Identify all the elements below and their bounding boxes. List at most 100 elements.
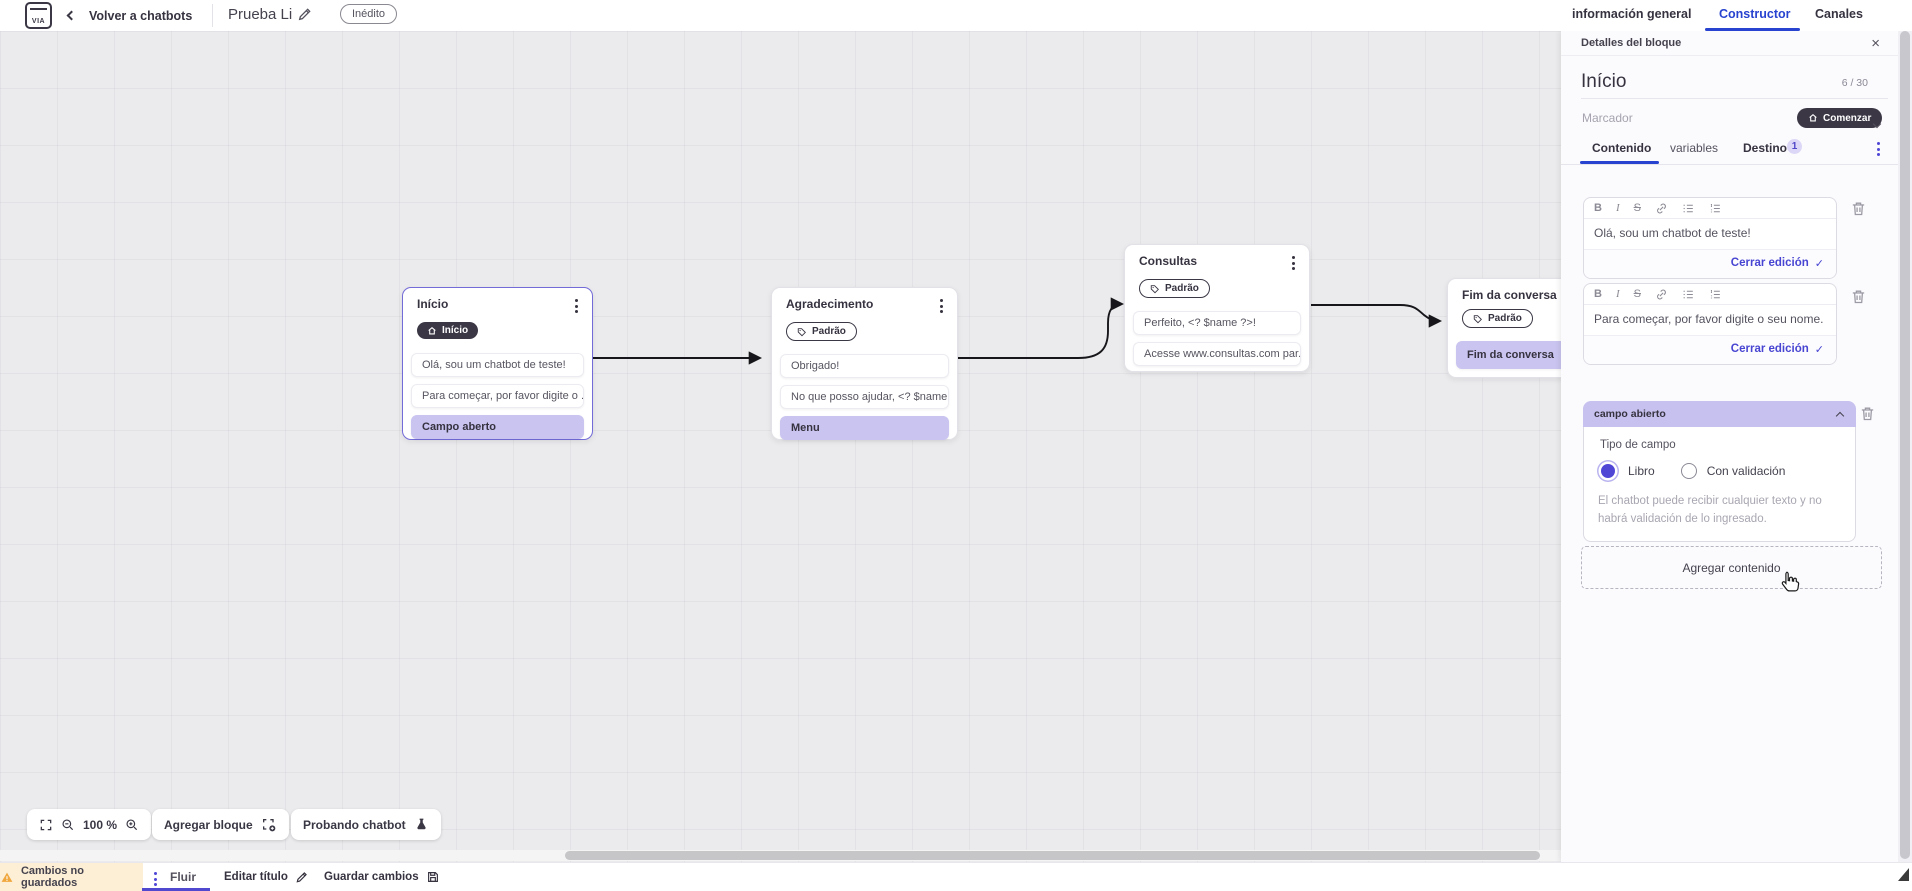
home-icon [428,326,436,334]
node-rows: Perfeito, <? $name ?>! Acesse www.consul… [1125,299,1309,376]
add-content-button[interactable]: Agregar contenido [1581,546,1882,589]
vertical-scrollbar[interactable] [1898,31,1912,862]
node-row-menu[interactable]: Menu [780,415,949,440]
content-editor: B I S Olá, sou um chatbot de teste! Cerr… [1583,197,1837,279]
field-help-text: El chatbot puede recibir cualquier texto… [1598,495,1822,525]
edit-title-pencil-icon[interactable] [297,6,313,22]
strikethrough-icon[interactable]: S [1633,288,1641,300]
field-type-label: Tipo de campo [1600,439,1676,451]
node-header: Início [403,288,592,315]
open-field-title: campo abierto [1594,408,1666,420]
node-row-end[interactable]: Fim da conversa [1456,340,1561,369]
marker-dropdown-button[interactable] [1872,114,1882,132]
vertical-scrollbar-thumb[interactable] [1900,31,1910,859]
bullet-list-icon[interactable] [1682,202,1695,215]
italic-icon[interactable]: I [1615,288,1620,300]
chatbot-title: Prueba Li [228,6,293,23]
radio-libro[interactable] [1601,464,1615,478]
node-title: Início [417,297,449,311]
tab-canales[interactable]: Canales [1815,7,1863,21]
bold-icon[interactable]: B [1594,202,1602,214]
check-icon: ✓ [1814,343,1824,356]
open-field-body: Tipo de campo Libro Con validación El ch… [1583,427,1856,542]
node-row-message[interactable]: Perfeito, <? $name ?>! [1133,310,1301,335]
open-field-header[interactable]: campo abierto [1583,401,1856,427]
home-icon [1809,113,1817,122]
close-edit-link[interactable]: Cerrar edición [1730,257,1809,270]
tab-contenido[interactable]: Contenido [1592,141,1652,155]
zoom-out-icon[interactable] [61,818,75,832]
link-icon[interactable] [1655,202,1668,215]
logo-bar [30,8,47,10]
radio-con-validacion[interactable] [1680,463,1697,479]
node-inicio[interactable]: Início Início Olá, sou um chatbot de tes… [402,287,593,440]
tab-fluir[interactable]: Fluir [170,870,196,884]
editor-toolbar: B I S [1584,198,1836,219]
top-bar: VIA Volver a chatbots Prueba Li Inédito … [0,0,1912,31]
header-divider [212,4,213,27]
node-row-message[interactable]: Acesse www.consultas.com par... [1133,341,1301,366]
node-row-message[interactable]: Olá, sou um chatbot de teste! [411,352,584,377]
save-icon [427,872,438,882]
delete-editor-icon[interactable] [1850,287,1867,306]
node-row-message[interactable]: No que posso ajudar, <? $name ... [780,384,949,409]
node-row-open-field[interactable]: Campo aberto [411,414,584,439]
node-row-message[interactable]: Obrigado! [780,353,949,378]
close-icon[interactable]: × [1871,34,1880,52]
node-fim-da-conversa[interactable]: Fim da conversa Padrão Fim da conversa [1447,278,1561,378]
edit-title-button[interactable]: Editar título [224,870,309,884]
node-header: Fim da conversa [1448,279,1561,302]
editor-text[interactable]: Para começar, por favor digite o seu nom… [1584,305,1836,336]
node-row-message[interactable]: Para começar, por favor digite o ... [411,383,584,408]
node-consultas[interactable]: Consultas Padrão Perfeito, <? $name ?>! … [1124,244,1310,372]
numbered-list-icon[interactable] [1709,202,1722,215]
tab-variables[interactable]: variables [1670,141,1719,155]
tab-constructor[interactable]: Constructor [1719,7,1791,21]
marker-button[interactable]: Comenzar [1797,108,1883,128]
close-edit-link[interactable]: Cerrar edición [1730,343,1809,356]
editor-footer: Cerrar edición ✓ [1584,335,1836,364]
node-menu-button[interactable] [571,297,582,315]
horizontal-scrollbar[interactable] [0,850,1561,861]
back-button[interactable]: Volver a chatbots [66,0,192,31]
panel-subheader: Detalles del bloque × [1561,31,1898,56]
destino-count-badge: 1 [1787,139,1802,154]
node-header: Agradecimento [772,288,957,315]
link-icon[interactable] [1655,288,1668,301]
delete-field-icon[interactable] [1859,404,1876,423]
tab-informacion-general[interactable]: información general [1572,7,1692,21]
radio-libro-label[interactable]: Libro [1628,464,1655,478]
horizontal-scrollbar-thumb[interactable] [565,851,1540,860]
block-details-panel: Detalles del bloque × Início 6 / 30 Marc… [1561,31,1912,862]
marker-label: Marcador [1582,111,1633,125]
bold-icon[interactable]: B [1594,288,1602,300]
italic-icon[interactable]: I [1615,202,1620,214]
add-block-button[interactable]: Agregar bloque [152,809,289,840]
save-changes-button[interactable]: Guardar cambios [324,870,440,884]
zoom-in-icon[interactable] [125,818,139,832]
node-agradecimento[interactable]: Agradecimento Padrão Obrigado! No que po… [771,287,958,440]
node-menu-button[interactable] [1288,254,1299,272]
node-badge-padrao: Padrão [1139,279,1210,298]
editor-footer: Cerrar edición ✓ [1584,249,1836,278]
numbered-list-icon[interactable] [1709,288,1722,301]
tab-destino[interactable]: Destino [1743,141,1788,155]
flow-canvas[interactable]: Início Início Olá, sou um chatbot de tes… [0,31,1561,862]
delete-editor-icon[interactable] [1850,199,1867,218]
tag-icon [1150,284,1159,293]
node-menu-button[interactable] [936,297,947,315]
strikethrough-icon[interactable]: S [1633,202,1641,214]
test-chatbot-button[interactable]: Probando chatbot [291,809,441,840]
node-badge-padrao: Padrão [786,322,857,341]
panel-menu-button[interactable] [1873,140,1884,158]
flow-menu-button[interactable] [150,870,161,888]
bullet-list-icon[interactable] [1682,288,1695,301]
radio-con-validacion-label[interactable]: Con validación [1706,464,1786,478]
node-title: Consultas [1139,254,1198,268]
open-field-section: campo abierto Tipo de campo Libro Con va… [1583,401,1856,542]
editor-text[interactable]: Olá, sou um chatbot de teste! [1584,219,1836,250]
fullscreen-icon[interactable] [39,818,53,832]
active-panel-tab-underline [1580,161,1659,164]
node-title: Fim da conversa [1462,288,1557,302]
app-logo: VIA [25,2,52,29]
